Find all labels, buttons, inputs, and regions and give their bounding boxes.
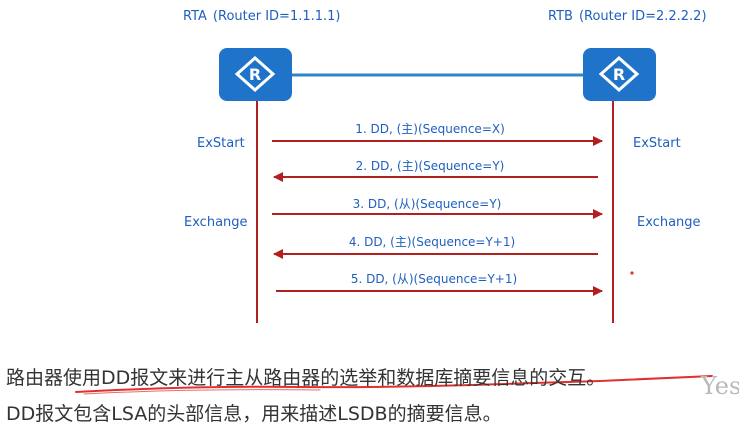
rtb-state-exstart: ExStart — [633, 136, 681, 151]
rtb-router-icon: R — [583, 48, 656, 101]
caption-line-2: DD报文包含LSA的头部信息，用来描述LSDB的摘要信息。 — [6, 403, 502, 425]
svg-text:R: R — [249, 65, 261, 84]
message-1: 1. DD, (主)(Sequence=X) — [272, 122, 603, 146]
message-5: 5. DD, (从)(Sequence=Y+1) — [276, 272, 603, 296]
message-5-label: 5. DD, (从)(Sequence=Y+1) — [351, 272, 517, 286]
rta-title: RTA(Router ID=1.1.1.1) — [183, 9, 341, 24]
red-underline-annotation-tail — [83, 389, 321, 395]
message-3-label: 3. DD, (从)(Sequence=Y) — [353, 197, 502, 211]
message-3: 3. DD, (从)(Sequence=Y) — [272, 197, 603, 219]
rtb-title: RTB(Router ID=2.2.2.2) — [548, 9, 707, 24]
message-4-label: 4. DD, (主)(Sequence=Y+1) — [349, 235, 515, 249]
message-1-label: 1. DD, (主)(Sequence=X) — [355, 122, 505, 136]
red-underline-annotation — [75, 375, 713, 393]
message-4: 4. DD, (主)(Sequence=Y+1) — [273, 235, 598, 259]
rta-state-exchange: Exchange — [184, 215, 248, 230]
rta-router-icon: R — [219, 48, 292, 101]
rta-state-exstart: ExStart — [197, 136, 245, 151]
message-2-label: 2. DD, (主)(Sequence=Y) — [356, 159, 505, 173]
svg-text:R: R — [613, 65, 625, 84]
rtb-state-exchange: Exchange — [637, 215, 701, 230]
stray-mark — [630, 271, 634, 275]
caption-line-1: 路由器使用DD报文来进行主从路由器的选举和数据库摘要信息的交互。 — [6, 367, 606, 389]
overlay-ghost-text: Yes — [701, 372, 739, 400]
message-2: 2. DD, (主)(Sequence=Y) — [273, 159, 598, 182]
